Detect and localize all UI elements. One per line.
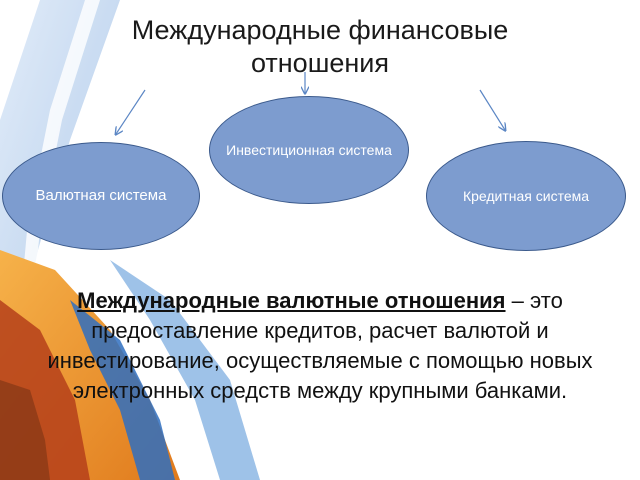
node-currency-system: Валютная система xyxy=(2,142,200,250)
node-investment-system: Инвестиционная система xyxy=(209,96,409,204)
definition-term: Международные валютные отношения xyxy=(77,288,506,313)
node-credit-system: Кредитная система xyxy=(426,141,626,251)
node-investment-label: Инвестиционная система xyxy=(226,142,392,158)
node-currency-label: Валютная система xyxy=(35,187,167,204)
definition-dash: – xyxy=(505,288,524,313)
node-credit-label: Кредитная система xyxy=(462,188,590,204)
definition-body: это предоставление кредитов, расчет валю… xyxy=(47,288,593,403)
definition-text: Международные валютные отношения – это п… xyxy=(10,286,630,406)
page-title: Международные финансовые отношения xyxy=(131,15,509,78)
